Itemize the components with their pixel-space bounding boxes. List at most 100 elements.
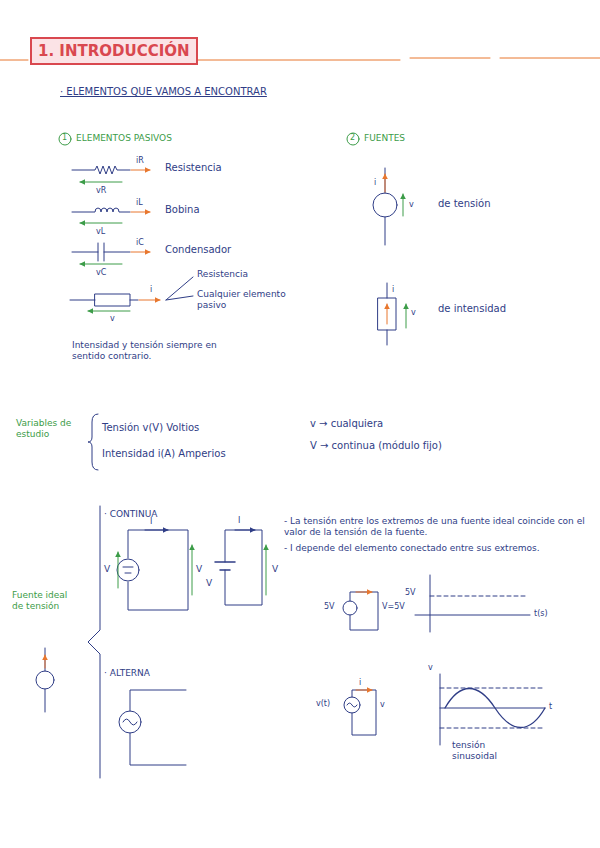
handwritten-label: iC bbox=[136, 238, 144, 248]
amplitude-line bbox=[440, 688, 545, 728]
graph-axes bbox=[415, 575, 530, 632]
handwritten-label: V bbox=[272, 564, 278, 575]
voltage-arrow bbox=[88, 311, 130, 312]
dc-source bbox=[117, 559, 139, 581]
voltage-source bbox=[373, 193, 397, 217]
ac-source bbox=[119, 711, 141, 733]
handwritten-label: V bbox=[196, 564, 202, 575]
header-rule bbox=[190, 60, 400, 61]
passive-element bbox=[95, 294, 130, 306]
source-wire bbox=[385, 168, 386, 245]
number-circle bbox=[59, 133, 71, 145]
handwritten-label: i bbox=[150, 285, 152, 295]
dc-mark bbox=[123, 567, 133, 573]
handwritten-label: v bbox=[428, 663, 433, 673]
current-arrow bbox=[235, 530, 255, 531]
voltage-arrow bbox=[80, 264, 122, 265]
handwritten-label: Bobina bbox=[165, 204, 200, 216]
header-rule bbox=[410, 58, 490, 59]
current-arrow bbox=[139, 300, 160, 301]
handwritten-label: Variables de estudio bbox=[16, 418, 82, 440]
handwritten-label: V bbox=[206, 578, 212, 589]
current-arrow bbox=[131, 252, 150, 253]
dc-level bbox=[430, 596, 525, 597]
handwritten-label: v bbox=[409, 200, 414, 210]
bracket bbox=[88, 506, 100, 778]
circuit-wire bbox=[128, 530, 188, 610]
graph-axes bbox=[440, 674, 545, 745]
number-circle bbox=[347, 133, 359, 145]
handwritten-label: · CONTINUA bbox=[104, 509, 157, 520]
handwritten-label: Condensador bbox=[165, 244, 231, 256]
handwritten-label: v bbox=[380, 700, 385, 710]
handwritten-label: Cualquier elemento pasivo bbox=[197, 289, 287, 311]
header-rule bbox=[500, 58, 600, 59]
branch-line bbox=[166, 277, 193, 300]
circuit-wire bbox=[350, 592, 378, 630]
handwritten-label: - I depende del elemento conectado entre… bbox=[284, 543, 592, 554]
voltage-arrow bbox=[80, 223, 122, 224]
voltage-arrow bbox=[118, 552, 119, 588]
current-arrow bbox=[356, 690, 372, 691]
page-title: 1. INTRODUCCIÓN bbox=[30, 37, 198, 65]
handwritten-label: 5V bbox=[405, 588, 416, 598]
handwritten-label: vL bbox=[96, 227, 105, 237]
sine-wave bbox=[445, 689, 545, 728]
current-arrow bbox=[145, 530, 168, 531]
source-wire bbox=[387, 283, 388, 345]
handwritten-label: I bbox=[238, 516, 240, 526]
handwritten-label: tensión sinusoidal bbox=[452, 740, 522, 762]
handwritten-label: 1 bbox=[62, 133, 67, 143]
handwritten-label: iR bbox=[136, 156, 144, 166]
current-arrow bbox=[385, 174, 386, 192]
handwritten-label: vC bbox=[96, 268, 106, 278]
circuit-wire bbox=[225, 530, 262, 605]
handwritten-label: I bbox=[150, 517, 152, 527]
handwritten-label: Intensidad y tensión siempre en sentido … bbox=[72, 340, 247, 362]
current-arrow bbox=[45, 655, 46, 668]
handwritten-label: 2 bbox=[350, 133, 355, 143]
handwritten-label: FUENTES bbox=[364, 133, 405, 144]
handwritten-label: Tensión v(V) Voltios bbox=[102, 422, 199, 434]
handwritten-label: 5V bbox=[324, 602, 335, 612]
ac-mark bbox=[123, 719, 137, 725]
capacitor-symbol bbox=[72, 243, 130, 261]
handwritten-label: de tensión bbox=[438, 198, 491, 210]
brace bbox=[88, 414, 98, 470]
current-source bbox=[378, 298, 396, 330]
element-wire bbox=[70, 300, 138, 301]
handwritten-label: · ELEMENTOS QUE VAMOS A ENCONTRAR bbox=[60, 86, 267, 98]
voltage-arrow bbox=[406, 304, 407, 328]
inductor-symbol bbox=[72, 208, 130, 212]
current-arrow bbox=[131, 212, 150, 213]
header-rule bbox=[0, 60, 28, 61]
ac-mark bbox=[347, 703, 357, 707]
handwritten-label: ELEMENTOS PASIVOS bbox=[76, 133, 172, 144]
handwritten-label: iL bbox=[136, 198, 143, 208]
handwritten-label: v bbox=[411, 308, 416, 318]
handwritten-label: i bbox=[392, 285, 394, 295]
voltage-arrow bbox=[80, 182, 122, 183]
handwritten-label: Fuente ideal de tensión bbox=[12, 590, 78, 612]
handwritten-label: t bbox=[549, 702, 552, 712]
handwritten-label: - La tensión entre los extremos de una f… bbox=[284, 516, 592, 538]
voltage-source bbox=[36, 671, 54, 689]
handwritten-label: i bbox=[374, 178, 376, 188]
current-arrow bbox=[387, 304, 388, 324]
handwritten-label: i bbox=[359, 678, 361, 688]
circuit-wire bbox=[130, 690, 186, 765]
dc-source bbox=[343, 601, 357, 615]
voltage-arrow bbox=[266, 545, 267, 595]
handwritten-label: de intensidad bbox=[438, 303, 506, 315]
handwritten-label: V bbox=[104, 564, 110, 575]
handwritten-label: V=5V bbox=[382, 602, 405, 612]
source-wire bbox=[45, 648, 46, 712]
handwritten-label: v bbox=[110, 314, 115, 324]
handwritten-label: vR bbox=[96, 186, 106, 196]
handwritten-label: v(t) bbox=[316, 699, 330, 709]
handwritten-label: t(s) bbox=[534, 609, 548, 619]
voltage-arrow bbox=[403, 194, 404, 216]
handwritten-label: v → cualquiera bbox=[310, 418, 383, 430]
